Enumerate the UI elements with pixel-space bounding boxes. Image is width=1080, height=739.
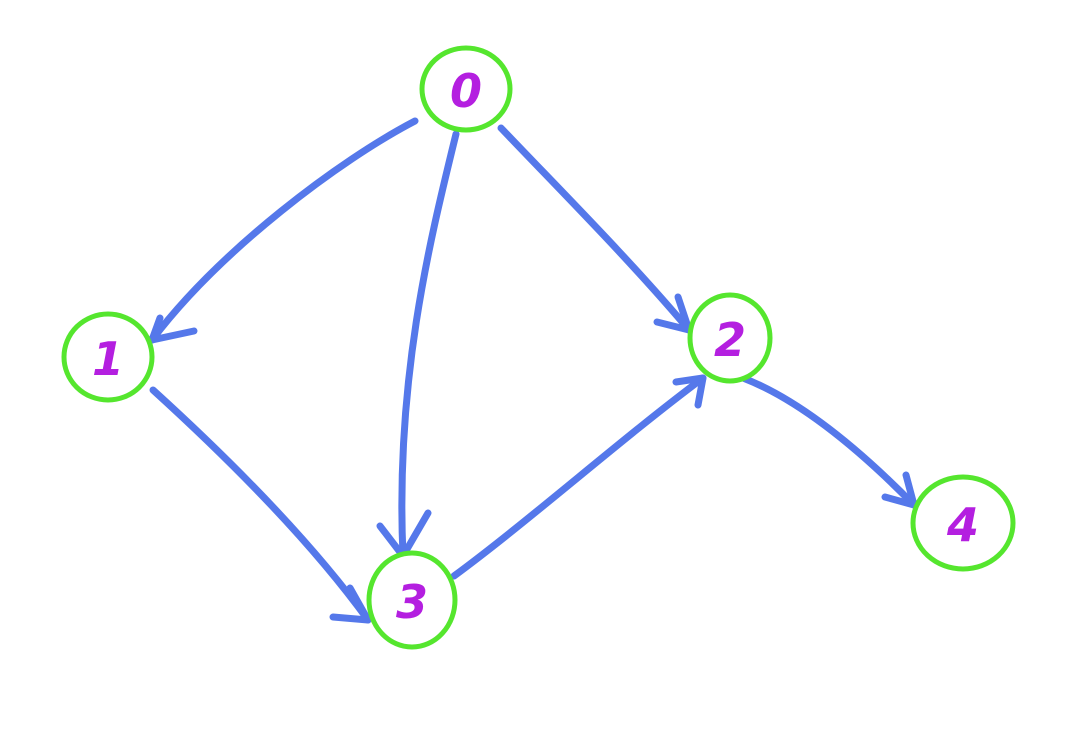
edge-line [450, 374, 707, 580]
node-circle [61, 311, 155, 403]
edge-line [398, 130, 460, 560]
edge-line [497, 124, 693, 334]
edge-0-to-1 [148, 117, 419, 344]
node-circle [419, 45, 513, 133]
nodes-layer: 0 1 2 3 4 [61, 45, 1016, 650]
edge-2-to-4 [739, 374, 918, 509]
node-label: 2 [714, 313, 746, 367]
edge-1-to-3 [149, 386, 372, 624]
node-label: 0 [450, 64, 482, 118]
edges-layer [148, 117, 918, 624]
arrowhead [329, 584, 372, 624]
arrowhead [148, 314, 198, 344]
edge-line [149, 386, 372, 624]
node-label: 4 [946, 498, 979, 552]
node-circle [910, 474, 1016, 572]
edge-0-to-3 [376, 130, 460, 560]
node-circle [687, 292, 773, 384]
edge-0-to-2 [497, 124, 693, 334]
edge-line [739, 374, 918, 509]
arrowhead [881, 471, 918, 509]
node-label: 1 [92, 332, 124, 386]
node-circle [366, 550, 458, 650]
node-3: 3 [366, 550, 458, 650]
edge-3-to-2 [450, 374, 707, 580]
node-label: 3 [396, 575, 428, 629]
node-2: 2 [687, 292, 773, 384]
node-4: 4 [910, 474, 1016, 572]
node-1: 1 [61, 311, 155, 403]
node-0: 0 [419, 45, 513, 133]
edge-line [148, 117, 419, 344]
arrowhead [672, 374, 707, 409]
